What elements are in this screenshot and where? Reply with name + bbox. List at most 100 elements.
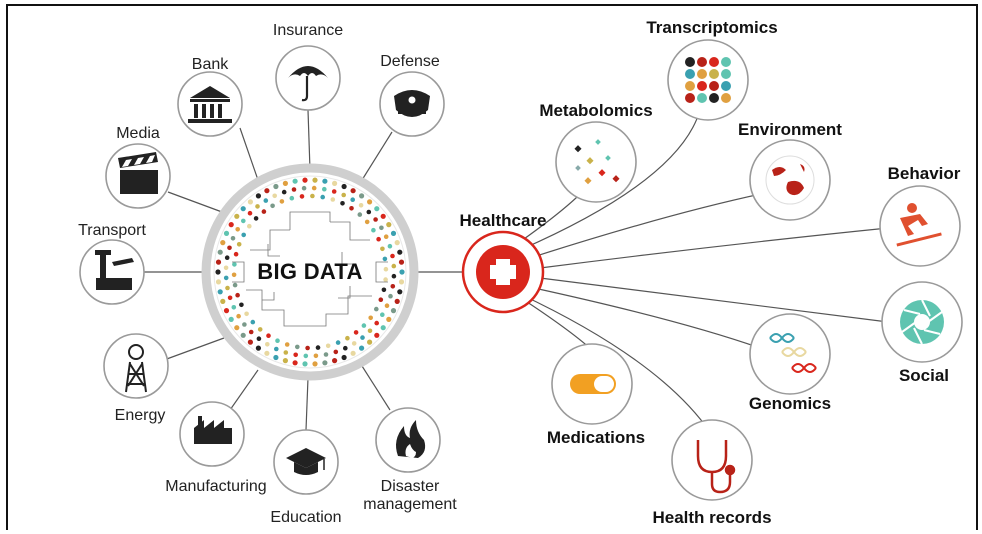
data-dot [333,349,339,355]
data-dot [374,206,380,212]
data-dot [364,219,370,225]
data-dot [302,177,308,183]
data-dot [289,195,295,201]
dendrogram-lines [232,211,388,327]
data-dot [240,332,246,338]
data-dot [299,194,305,199]
data-dot [247,199,253,205]
insurance-label: Insurance [272,22,344,39]
data-dot [292,360,298,366]
defense-label: Defense [380,53,440,70]
data-dot [230,236,236,241]
data-dot [340,201,345,206]
wind-turbine-icon [125,344,147,393]
grid-dot [721,93,731,103]
bank-label: Bank [191,56,229,73]
social-label: Social [898,366,950,385]
genomics-node [749,313,831,395]
fire-icon [396,420,426,458]
data-dot [292,178,298,184]
data-dot [383,266,389,272]
data-dot [217,289,223,295]
transcriptomics-node [667,39,749,121]
data-dot [380,213,386,219]
data-dot [215,279,222,285]
data-dot [335,340,341,345]
healthcare-hub [461,230,545,314]
data-dot [233,251,239,257]
transcriptomics-label: Transcriptomics [646,18,778,37]
data-dot [397,249,403,255]
data-dot [359,345,365,351]
data-dot [235,292,240,298]
data-dot [264,350,270,356]
genomics-label: Genomics [748,394,832,413]
transport-label: Transport [78,222,146,239]
data-dot [380,246,385,252]
data-dot [323,352,329,357]
clapperboard-icon [118,152,158,194]
data-dot [293,352,299,358]
data-dot [282,180,288,186]
data-dot [351,341,357,346]
data-dot [284,342,290,347]
data-dot [248,329,254,335]
data-dot [331,189,337,194]
data-dot [383,234,389,239]
airport-icon [95,250,134,290]
big-data-label: BIG DATA [257,259,363,284]
data-dot [320,194,326,200]
data-dot [350,188,356,194]
grid-dot [709,57,719,67]
data-dot [367,328,373,334]
data-dot [359,193,365,199]
data-dot [312,177,318,183]
data-dot [275,338,280,344]
data-dot [301,185,307,191]
data-dot [357,212,363,217]
umbrella-icon [288,66,328,102]
data-dot [217,249,223,255]
data-dot [303,353,309,359]
data-dot [261,209,267,214]
data-dot [223,265,229,271]
grid-dot [697,57,707,67]
data-dot [387,243,393,249]
data-dot [225,285,230,291]
health-records-label: Health records [652,508,772,527]
data-dot [250,319,256,325]
data-dot [295,344,300,350]
data-dot [368,315,374,321]
data-dot [341,192,347,198]
data-dot [394,240,400,246]
data-dot-ring [215,177,405,367]
data-dot [382,256,388,262]
grid-dot [709,69,719,79]
behavior-node [879,185,961,267]
data-dot [232,262,237,267]
data-dot [322,360,328,366]
data-dot [215,259,222,265]
data-dot [397,289,403,295]
data-dot [384,303,390,309]
data-dot [390,230,397,236]
data-dot [353,330,359,335]
data-dot [325,343,331,349]
data-dot [227,245,232,251]
grid-dot [697,69,707,79]
data-dot [272,193,278,199]
grid-dot [685,93,695,103]
stethoscope-icon [696,440,736,494]
data-dot [283,350,289,355]
energy-node [103,333,169,399]
education-label: Education [270,509,342,526]
aperture-icon [900,299,944,345]
grid-dot [721,69,731,79]
data-dot [360,335,365,340]
data-dot [313,353,319,359]
big-data-circle [201,163,419,381]
data-dot [239,302,244,308]
grid-dot [685,57,695,67]
data-dot [227,295,233,301]
